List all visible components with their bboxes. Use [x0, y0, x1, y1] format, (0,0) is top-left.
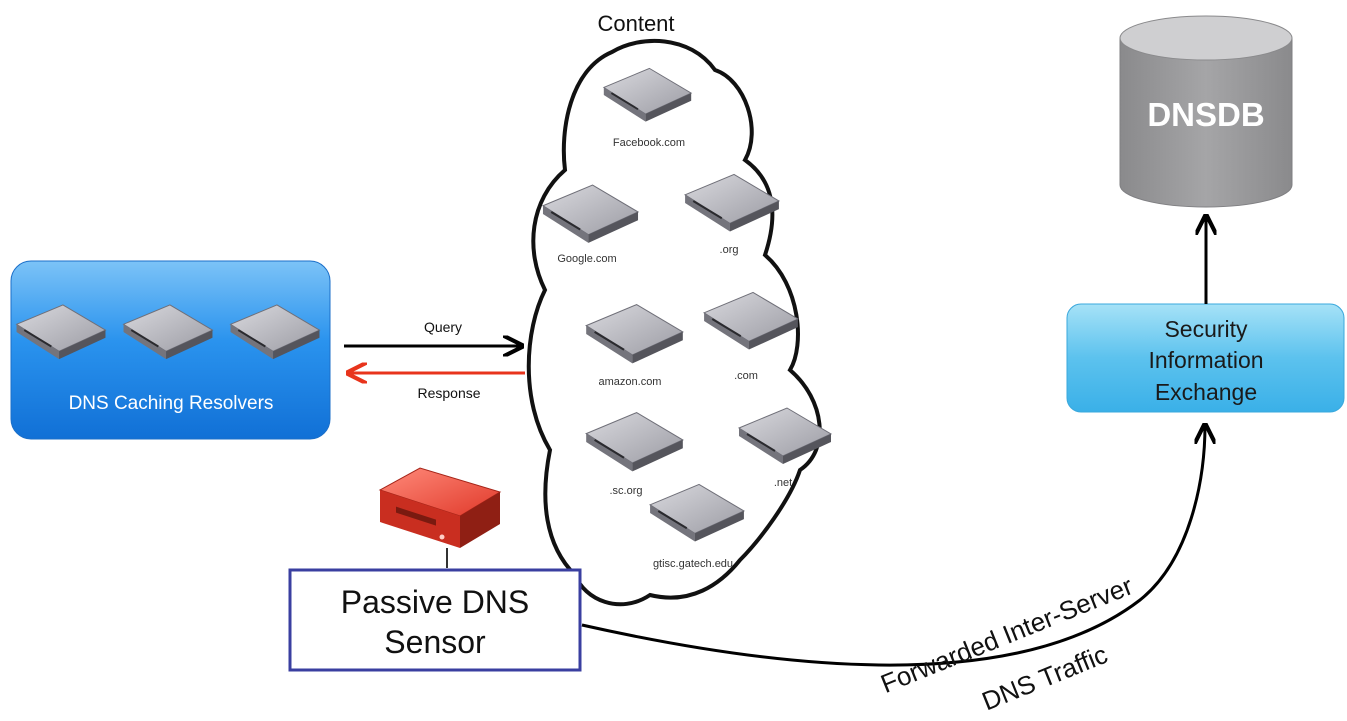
forwarded-traffic-arrow: [581, 425, 1205, 667]
server-google: Google.com: [541, 184, 640, 265]
content-title: Content: [597, 11, 674, 36]
server-net: .net: [737, 406, 833, 489]
svg-text:Facebook.com: Facebook.com: [613, 137, 685, 149]
svg-text:.net: .net: [774, 477, 792, 489]
sensor-line2: Sensor: [384, 624, 486, 660]
svg-text:amazon.com: amazon.com: [599, 376, 662, 388]
svg-text:.sc.org: .sc.org: [609, 485, 642, 497]
server-com: .com: [703, 291, 799, 382]
server-org: .org: [684, 173, 780, 256]
server-sc-org: .sc.org: [585, 411, 684, 497]
query-label: Query: [424, 319, 462, 335]
svg-text:.com: .com: [734, 370, 758, 382]
server-facebook: Facebook.com: [602, 67, 693, 149]
sensor-line1: Passive DNS: [341, 584, 530, 620]
response-label: Response: [417, 385, 480, 401]
content-cloud: [526, 38, 822, 607]
server-amazon: amazon.com: [585, 303, 684, 388]
server-gtisc: gtisc.gatech.edu: [649, 483, 745, 570]
sie-line2: Information: [1148, 347, 1263, 373]
svg-text:DNS Caching Resolvers: DNS Caching Resolvers: [69, 393, 274, 414]
svg-text:.org: .org: [720, 244, 739, 256]
dnsdb-database: DNSDB: [1119, 15, 1293, 208]
svg-text:gtisc.gatech.edu: gtisc.gatech.edu: [653, 558, 733, 570]
dns-caching-resolvers: DNS Caching Resolvers: [10, 260, 331, 440]
dnsdb-label: DNSDB: [1147, 96, 1264, 133]
svg-text:Google.com: Google.com: [557, 253, 616, 265]
sensor-device: [378, 467, 502, 568]
sie-line3: Exchange: [1155, 379, 1257, 405]
passive-dns-sensor-box: [288, 568, 582, 672]
sie-line1: Security: [1164, 316, 1248, 342]
